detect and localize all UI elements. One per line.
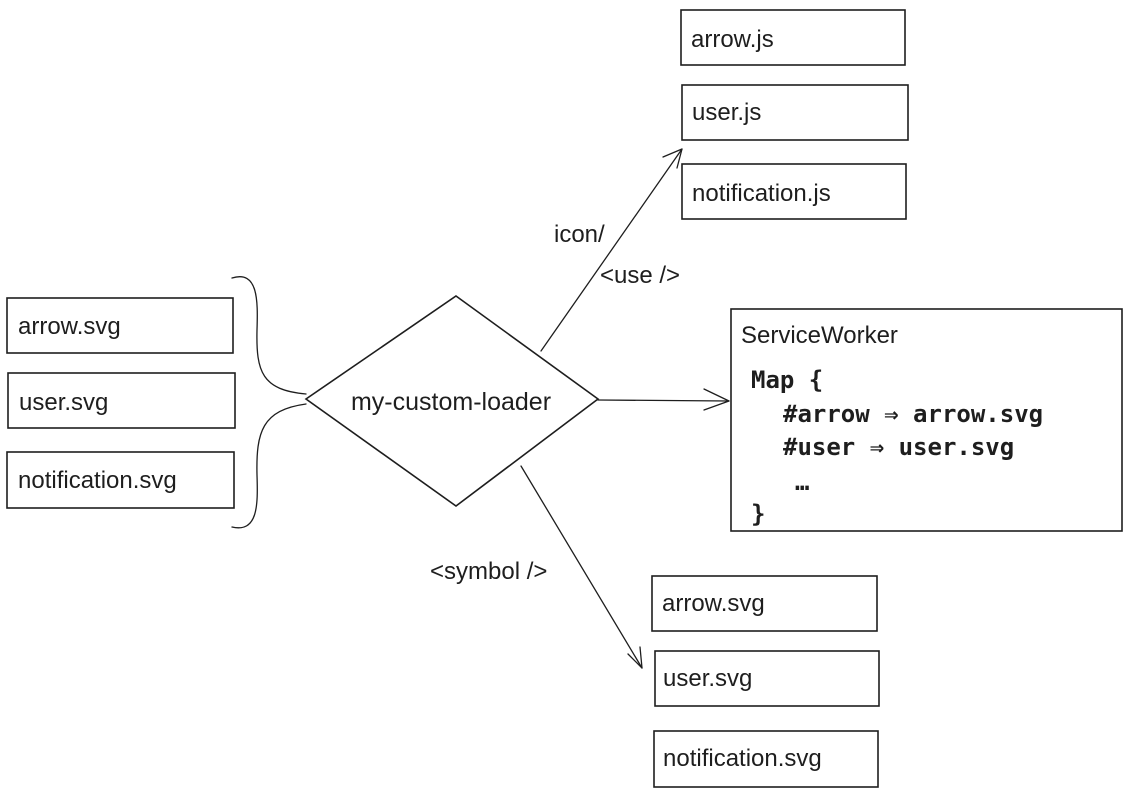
symbol-output-user-svg-label: user.svg: [663, 665, 752, 692]
service-worker-title: ServiceWorker: [741, 322, 898, 349]
edge-label-icon: icon/: [554, 221, 605, 248]
icon-output-user-js-label: user.js: [692, 99, 761, 126]
service-worker-code-line-4: …: [795, 468, 809, 496]
input-file-user-svg[interactable]: user.svg: [7, 372, 236, 429]
icon-output-notification-js[interactable]: notification.js: [681, 163, 907, 220]
symbol-output-arrow-svg-label: arrow.svg: [662, 590, 765, 617]
edge-label-symbol: <symbol />: [430, 558, 547, 585]
arrow-loader-to-service-worker: [597, 388, 730, 411]
input-file-notification-svg-label: notification.svg: [18, 467, 177, 494]
symbol-output-user-svg[interactable]: user.svg: [654, 650, 880, 707]
loader-label: my-custom-loader: [351, 388, 551, 416]
input-file-arrow-svg[interactable]: arrow.svg: [6, 297, 234, 354]
icon-output-notification-js-label: notification.js: [692, 180, 831, 207]
service-worker-code-line-5: }: [751, 500, 765, 528]
symbol-output-arrow-svg[interactable]: arrow.svg: [651, 575, 878, 632]
service-worker-code-line-1: Map {: [751, 366, 823, 394]
input-file-user-svg-label: user.svg: [19, 389, 108, 416]
input-file-arrow-svg-label: arrow.svg: [18, 313, 121, 340]
edge-label-use: <use />: [600, 262, 680, 289]
arrow-loader-to-icon-outputs: [540, 148, 683, 352]
loader-diamond[interactable]: my-custom-loader: [304, 295, 600, 507]
inputs-curly-brace: [231, 276, 307, 529]
symbol-output-notification-svg[interactable]: notification.svg: [653, 730, 879, 788]
arrow-loader-to-symbol-outputs: [520, 465, 643, 669]
icon-output-arrow-js[interactable]: arrow.js: [680, 9, 906, 66]
service-worker-code-line-3: #user ⇒ user.svg: [783, 433, 1014, 461]
symbol-output-notification-svg-label: notification.svg: [663, 745, 822, 772]
service-worker-box[interactable]: ServiceWorker Map { #arrow ⇒ arrow.svg #…: [730, 308, 1123, 532]
service-worker-code-line-2: #arrow ⇒ arrow.svg: [783, 400, 1043, 428]
icon-output-arrow-js-label: arrow.js: [691, 26, 774, 53]
input-file-notification-svg[interactable]: notification.svg: [6, 451, 235, 509]
icon-output-user-js[interactable]: user.js: [681, 84, 909, 141]
